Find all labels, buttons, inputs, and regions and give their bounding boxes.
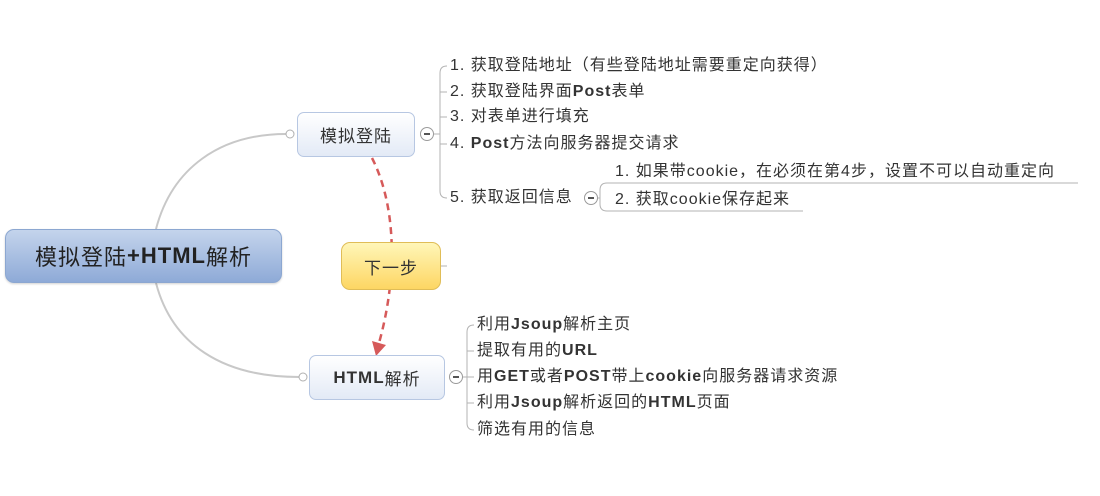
relationship-arrowhead (372, 341, 386, 356)
login-steps-bracket (439, 65, 448, 199)
root-topic-text-2: +HTML (127, 243, 206, 268)
login-steps-ticks (440, 91, 447, 145)
login-substep-2[interactable]: 2. 获取cookie保存起来 (615, 190, 790, 210)
html-step-3-text-3: 或者 (529, 368, 564, 385)
login-step-3[interactable]: 3. 对表单进行填充 (450, 107, 590, 127)
html-step-3-text-1: 用 (477, 368, 495, 385)
html-steps-bracket (466, 324, 475, 431)
collapse-toggle-step-5[interactable] (584, 191, 598, 205)
root-topic-text-1: 模拟登陆 (35, 245, 128, 270)
login-step-5-text: 5. 获取返回信息 (450, 189, 573, 206)
login-step-4-text-2: Post (470, 135, 510, 152)
login-step-2-text-2: Post (572, 83, 612, 100)
substeps-bracket (599, 182, 608, 212)
html-step-1-text-2: Jsoup (511, 316, 564, 333)
html-step-4-text-3: 解析返回的 (563, 394, 649, 411)
collapse-toggle-login[interactable] (420, 127, 434, 141)
html-step-3-text-4: POST (563, 368, 612, 385)
html-step-3-text-2: GET (494, 368, 530, 385)
html-step-3-text-6: cookie (645, 368, 703, 385)
html-step-5[interactable]: 筛选有用的信息 (477, 420, 596, 440)
login-step-2[interactable]: 2. 获取登陆界面Post表单 (450, 82, 645, 102)
login-step-1-text: 1. 获取登陆地址（有些登陆地址需要重定向获得） (450, 57, 828, 74)
html-step-3-text-5: 带上 (611, 368, 646, 385)
minus-icon (424, 133, 430, 135)
login-step-3-text: 3. 对表单进行填充 (450, 108, 590, 125)
connector-root-to-html (155, 282, 300, 378)
login-substep-2-text: 2. 获取cookie保存起来 (615, 191, 791, 208)
html-step-1-text-3: 解析主页 (563, 316, 632, 333)
topic-login-label: 模拟登陆 (320, 127, 392, 146)
html-step-2-text-2: URL (562, 342, 598, 359)
login-substep-1[interactable]: 1. 如果带cookie，在必须在第4步，设置不可以自动重定向 (615, 162, 1055, 182)
login-substep-1-text: 1. 如果带cookie，在必须在第4步，设置不可以自动重定向 (615, 163, 1055, 180)
html-step-3-text-7: 向服务器请求资源 (702, 368, 839, 385)
login-step-4[interactable]: 4. Post方法向服务器提交请求 (450, 134, 679, 154)
html-step-4-text-4: HTML (648, 394, 697, 411)
root-topic-text-3: 解析 (205, 245, 252, 270)
topic-login[interactable]: 模拟登陆 (297, 112, 415, 157)
collapse-toggle-html[interactable] (449, 370, 463, 384)
html-step-4[interactable]: 利用Jsoup解析返回的HTML页面 (477, 393, 731, 413)
topic-html-label-2: 解析 (384, 370, 421, 389)
login-step-1[interactable]: 1. 获取登陆地址（有些登陆地址需要重定向获得） (450, 56, 828, 76)
login-step-4-text-3: 方法向服务器提交请求 (509, 135, 680, 152)
minus-icon (453, 376, 459, 378)
html-step-5-text: 筛选有用的信息 (477, 421, 597, 438)
connector-root-to-login (155, 133, 287, 230)
login-step-2-text-3: 表单 (611, 83, 646, 100)
login-step-2-text-1: 2. 获取登陆界面 (450, 83, 573, 100)
login-topic-port (285, 129, 295, 139)
minus-icon (588, 197, 594, 199)
relationship-label-text: 下一步 (364, 258, 418, 278)
html-step-1-text-1: 利用 (477, 316, 512, 333)
html-step-4-text-2: Jsoup (511, 394, 564, 411)
html-topic-port (298, 372, 308, 382)
html-step-4-text-5: 页面 (696, 394, 731, 411)
html-step-2-text-1: 提取有用的 (477, 342, 563, 359)
login-step-5[interactable]: 5. 获取返回信息 (450, 188, 573, 208)
login-step-4-text-1: 4. (450, 135, 471, 152)
relationship-label-next-step[interactable]: 下一步 (341, 242, 441, 290)
html-step-3[interactable]: 用GET或者POST带上cookie向服务器请求资源 (477, 367, 838, 387)
html-step-1[interactable]: 利用Jsoup解析主页 (477, 315, 631, 335)
topic-html-label-1: HTML (333, 367, 385, 387)
html-step-4-text-1: 利用 (477, 394, 512, 411)
html-step-2[interactable]: 提取有用的URL (477, 341, 598, 361)
html-steps-ticks (467, 350, 474, 404)
